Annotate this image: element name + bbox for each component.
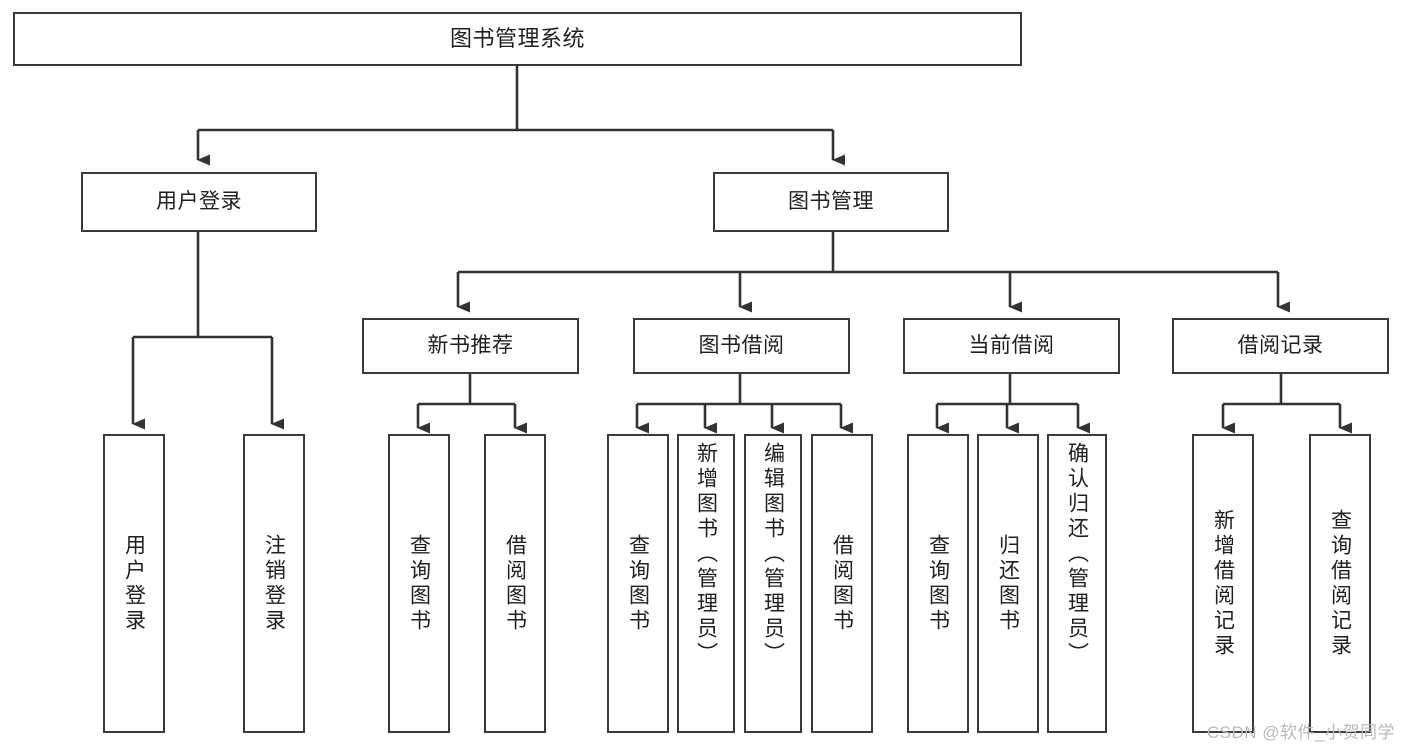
- leaf-new-book-query-label: 查询图书: [407, 533, 431, 634]
- leaf-user-login-login-label: 用户登录: [122, 533, 146, 634]
- node-new-book-recommend[interactable]: 新书推荐: [362, 318, 579, 374]
- node-root[interactable]: 图书管理系统: [13, 12, 1022, 66]
- leaf-book-borrow-edit[interactable]: 编辑图书（管理员）: [744, 434, 802, 733]
- leaf-borrow-record-query-label: 查询借阅记录: [1328, 508, 1352, 659]
- leaf-book-borrow-borrow-label: 借阅图书: [830, 533, 854, 634]
- node-user-login-label: 用户登录: [156, 189, 242, 213]
- leaf-current-borrow-query-label: 查询图书: [926, 533, 950, 634]
- leaf-current-borrow-confirm[interactable]: 确认归还（管理员）: [1047, 434, 1107, 733]
- node-book-management[interactable]: 图书管理: [713, 172, 949, 232]
- leaf-current-borrow-query[interactable]: 查询图书: [907, 434, 969, 733]
- leaf-book-borrow-add[interactable]: 新增图书（管理员）: [677, 434, 735, 733]
- node-book-management-label: 图书管理: [788, 189, 874, 213]
- leaf-borrow-record-query[interactable]: 查询借阅记录: [1309, 434, 1371, 733]
- leaf-new-book-borrow[interactable]: 借阅图书: [484, 434, 546, 733]
- node-current-borrow[interactable]: 当前借阅: [903, 318, 1120, 374]
- node-borrow-record-label: 借阅记录: [1237, 333, 1324, 357]
- node-book-borrow-label: 图书借阅: [698, 333, 785, 357]
- leaf-borrow-record-add[interactable]: 新增借阅记录: [1192, 434, 1254, 733]
- leaf-user-login-logout[interactable]: 注销登录: [243, 434, 305, 733]
- leaf-user-login-login[interactable]: 用户登录: [103, 434, 165, 733]
- node-user-login[interactable]: 用户登录: [81, 172, 317, 232]
- leaf-new-book-query[interactable]: 查询图书: [388, 434, 450, 733]
- leaf-book-borrow-query[interactable]: 查询图书: [607, 434, 669, 733]
- node-current-borrow-label: 当前借阅: [968, 333, 1055, 357]
- leaf-book-borrow-borrow[interactable]: 借阅图书: [811, 434, 873, 733]
- leaf-current-borrow-return-label: 归还图书: [996, 533, 1020, 634]
- leaf-new-book-borrow-label: 借阅图书: [503, 533, 527, 634]
- leaf-current-borrow-confirm-label: 确认归还（管理员）: [1065, 442, 1089, 667]
- node-new-book-recommend-label: 新书推荐: [427, 333, 514, 357]
- leaf-book-borrow-add-label: 新增图书（管理员）: [694, 442, 718, 667]
- watermark: CSDN @软件_小贺同学: [1206, 723, 1395, 742]
- leaf-borrow-record-add-label: 新增借阅记录: [1211, 508, 1235, 659]
- node-book-borrow[interactable]: 图书借阅: [633, 318, 850, 374]
- leaf-current-borrow-return[interactable]: 归还图书: [977, 434, 1039, 733]
- leaf-book-borrow-edit-label: 编辑图书（管理员）: [761, 442, 785, 667]
- leaf-user-login-logout-label: 注销登录: [262, 533, 286, 634]
- node-borrow-record[interactable]: 借阅记录: [1172, 318, 1389, 374]
- leaf-book-borrow-query-label: 查询图书: [626, 533, 650, 634]
- node-root-label: 图书管理系统: [449, 26, 585, 52]
